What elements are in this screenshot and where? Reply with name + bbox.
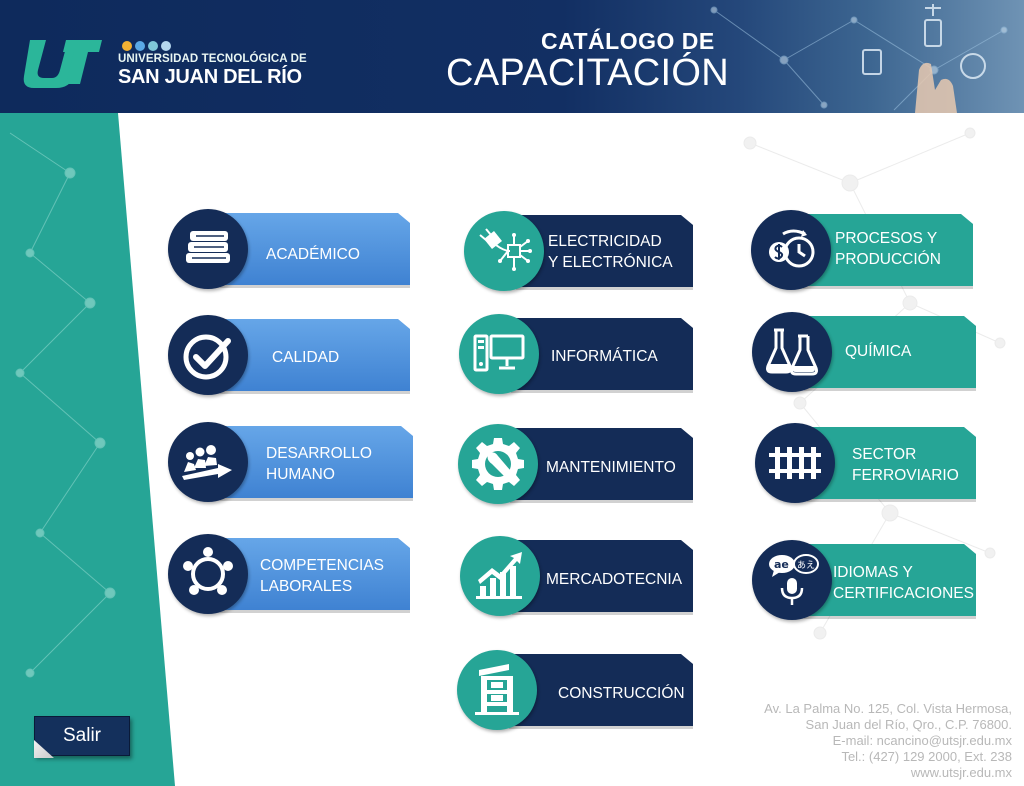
category-label: CONSTRUCCIÓN: [558, 685, 685, 702]
category-quimica[interactable]: QUÍMICA: [752, 312, 976, 392]
category-mantenimiento[interactable]: MANTENIMIENTO: [458, 424, 693, 504]
computer-icon: [459, 314, 539, 394]
people-growth-icon: [168, 422, 248, 502]
category-idiomas-certificaciones[interactable]: ae あえ IDIOMAS Y CERTIFICACIONES: [752, 540, 976, 620]
gear-wrench-icon: [458, 424, 538, 504]
email-text: E-mail: ncancino@utsjr.edu.mx: [832, 733, 1012, 748]
latin-letters: ae: [774, 558, 789, 571]
exit-button[interactable]: Salir: [34, 716, 130, 756]
university-name-bottom: SAN JUAN DEL RÍO: [118, 66, 302, 88]
university-name-top: UNIVERSIDAD TECNOLÓGICA DE: [118, 53, 307, 65]
contact-info: Av. La Palma No. 125, Col. Vista Hermosa…: [764, 701, 1012, 781]
category-competencias-laborales[interactable]: COMPETENCIAS LABORALES: [168, 534, 410, 614]
page-title-small: CATÁLOGO DE: [541, 28, 715, 54]
flask-icon: [752, 312, 832, 392]
category-desarrollo-humano[interactable]: DESARROLLO HUMANO: [168, 422, 413, 502]
category-calidad[interactable]: CALIDAD: [168, 315, 410, 395]
ut-logo-mark: [23, 40, 102, 88]
category-label: ELECTRICIDAD Y ELECTRÓNICA: [548, 233, 673, 271]
category-label: PROCESOS Y PRODUCCIÓN: [835, 230, 941, 268]
railway-track-icon: [755, 423, 835, 503]
category-mercadotecnia[interactable]: MERCADOTECNIA: [460, 536, 693, 616]
category-procesos-produccion[interactable]: PROCESOS Y PRODUCCIÓN: [751, 210, 973, 290]
phone-text: Tel.: (427) 129 2000, Ext. 238: [841, 749, 1012, 764]
header-banner: UNIVERSIDAD TECNOLÓGICA DE SAN JUAN DEL …: [0, 0, 1024, 113]
books-icon: [168, 209, 248, 289]
website-text: www.utsjr.edu.mx: [910, 765, 1012, 780]
category-label: IDIOMAS Y CERTIFICACIONES: [833, 564, 974, 602]
category-label: COMPETENCIAS LABORALES: [260, 557, 385, 595]
money-time-icon: [751, 210, 831, 290]
category-label: SECTOR FERROVIARIO: [852, 446, 959, 484]
category-label: CALIDAD: [272, 349, 340, 366]
building-icon: [457, 650, 537, 730]
category-sector-ferroviario[interactable]: SECTOR FERROVIARIO: [755, 423, 976, 503]
category-informatica[interactable]: INFORMÁTICA: [459, 314, 693, 394]
category-label: DESARROLLO HUMANO: [266, 445, 372, 483]
touch-hand-icon: [862, 4, 986, 113]
university-logo[interactable]: UNIVERSIDAD TECNOLÓGICA DE SAN JUAN DEL …: [22, 36, 322, 92]
logo-dots: [122, 38, 174, 56]
teal-side-band: [0, 113, 175, 786]
japanese-letters: あえ: [797, 560, 815, 571]
language-microphone-icon: ae あえ: [752, 540, 832, 620]
category-electricidad[interactable]: ELECTRICIDAD Y ELECTRÓNICA: [464, 211, 693, 291]
address-line-1: Av. La Palma No. 125, Col. Vista Hermosa…: [764, 701, 1012, 716]
check-icon: [168, 315, 248, 395]
category-label: ACADÉMICO: [266, 246, 360, 263]
page-title: CAPACITACIÓN: [446, 52, 729, 94]
growth-chart-icon: [460, 536, 540, 616]
category-label: MANTENIMIENTO: [546, 459, 676, 476]
category-label: QUÍMICA: [845, 343, 912, 360]
category-construccion[interactable]: CONSTRUCCIÓN: [457, 650, 693, 730]
address-line-2: San Juan del Río, Qro., C.P. 76800.: [805, 717, 1012, 732]
team-circle-icon: [168, 534, 248, 614]
category-label: INFORMÁTICA: [551, 348, 658, 365]
category-academico[interactable]: ACADÉMICO: [168, 209, 410, 289]
category-label: MERCADOTECNIA: [546, 571, 683, 588]
plug-circuit-icon: [464, 211, 544, 291]
